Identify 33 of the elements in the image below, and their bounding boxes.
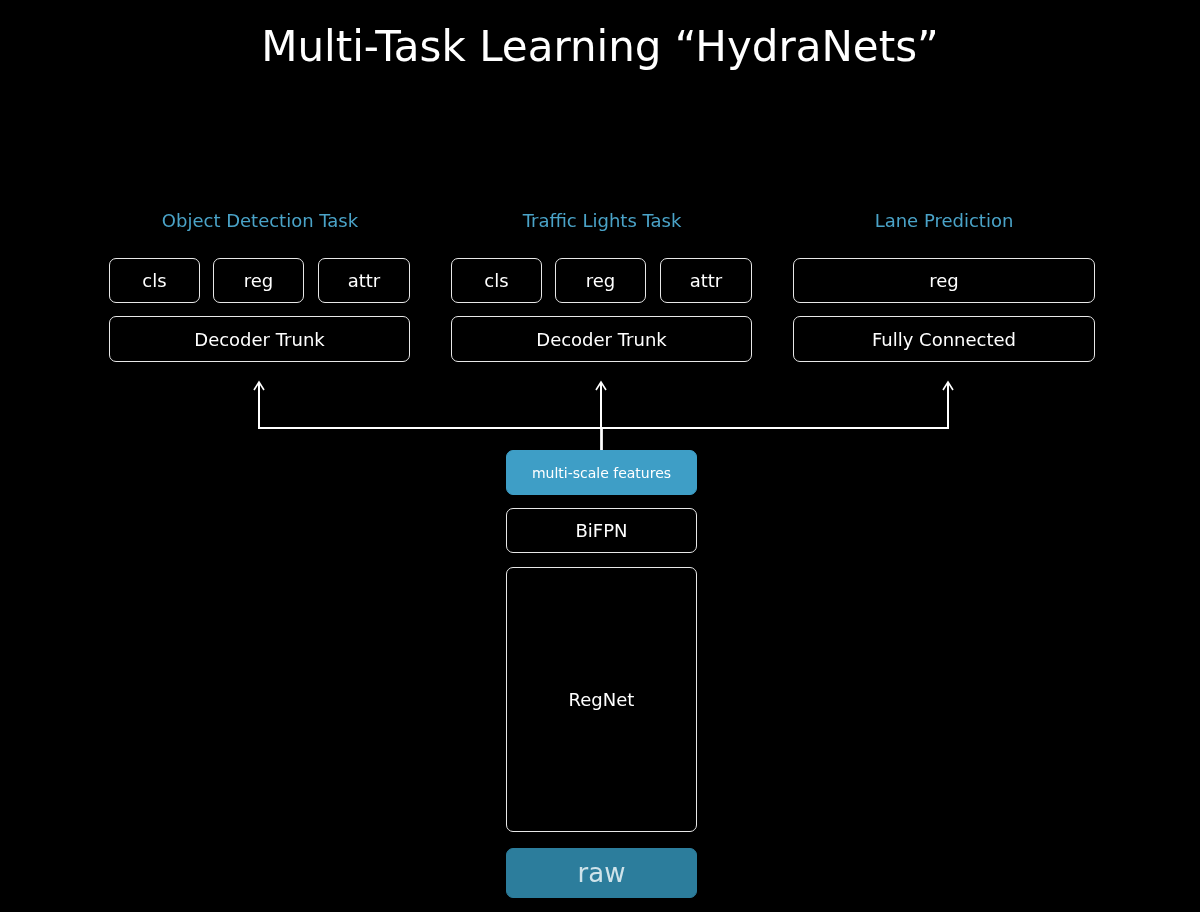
- box-label: multi-scale features: [531, 464, 672, 481]
- group-heading: Lane Prediction: [873, 210, 1015, 231]
- process-box: [506, 508, 697, 553]
- slide-title: Multi-Task Learning “HydraNets”: [260, 22, 940, 71]
- box-label: RegNet: [568, 689, 635, 710]
- process-box: [506, 848, 697, 898]
- box-label: reg: [243, 270, 274, 291]
- box-label: BiFPN: [575, 520, 628, 541]
- box-label: raw: [577, 858, 626, 888]
- box-label: reg: [585, 270, 616, 291]
- box-label: Fully Connected: [871, 328, 1017, 350]
- box-label: cls: [484, 270, 509, 291]
- box-label: cls: [142, 270, 167, 291]
- arrow: [600, 381, 954, 451]
- process-box: [506, 450, 697, 495]
- process-box: [451, 316, 752, 362]
- group-heading: Traffic Lights Task: [521, 210, 683, 231]
- process-box: [109, 316, 410, 362]
- process-box: [793, 258, 1095, 303]
- group-heading: Object Detection Task: [160, 210, 360, 231]
- process-box: [793, 316, 1095, 362]
- process-box: [213, 258, 304, 303]
- process-box: [451, 258, 542, 303]
- box-label: Decoder Trunk: [194, 328, 325, 350]
- box-label: Decoder Trunk: [536, 328, 667, 350]
- process-box: [555, 258, 646, 303]
- box-label: attr: [689, 270, 723, 291]
- process-box: [109, 258, 200, 303]
- process-box: [506, 567, 697, 832]
- process-box: [318, 258, 410, 303]
- box-label: reg: [929, 270, 959, 291]
- box-label: attr: [347, 270, 381, 291]
- process-box: [660, 258, 752, 303]
